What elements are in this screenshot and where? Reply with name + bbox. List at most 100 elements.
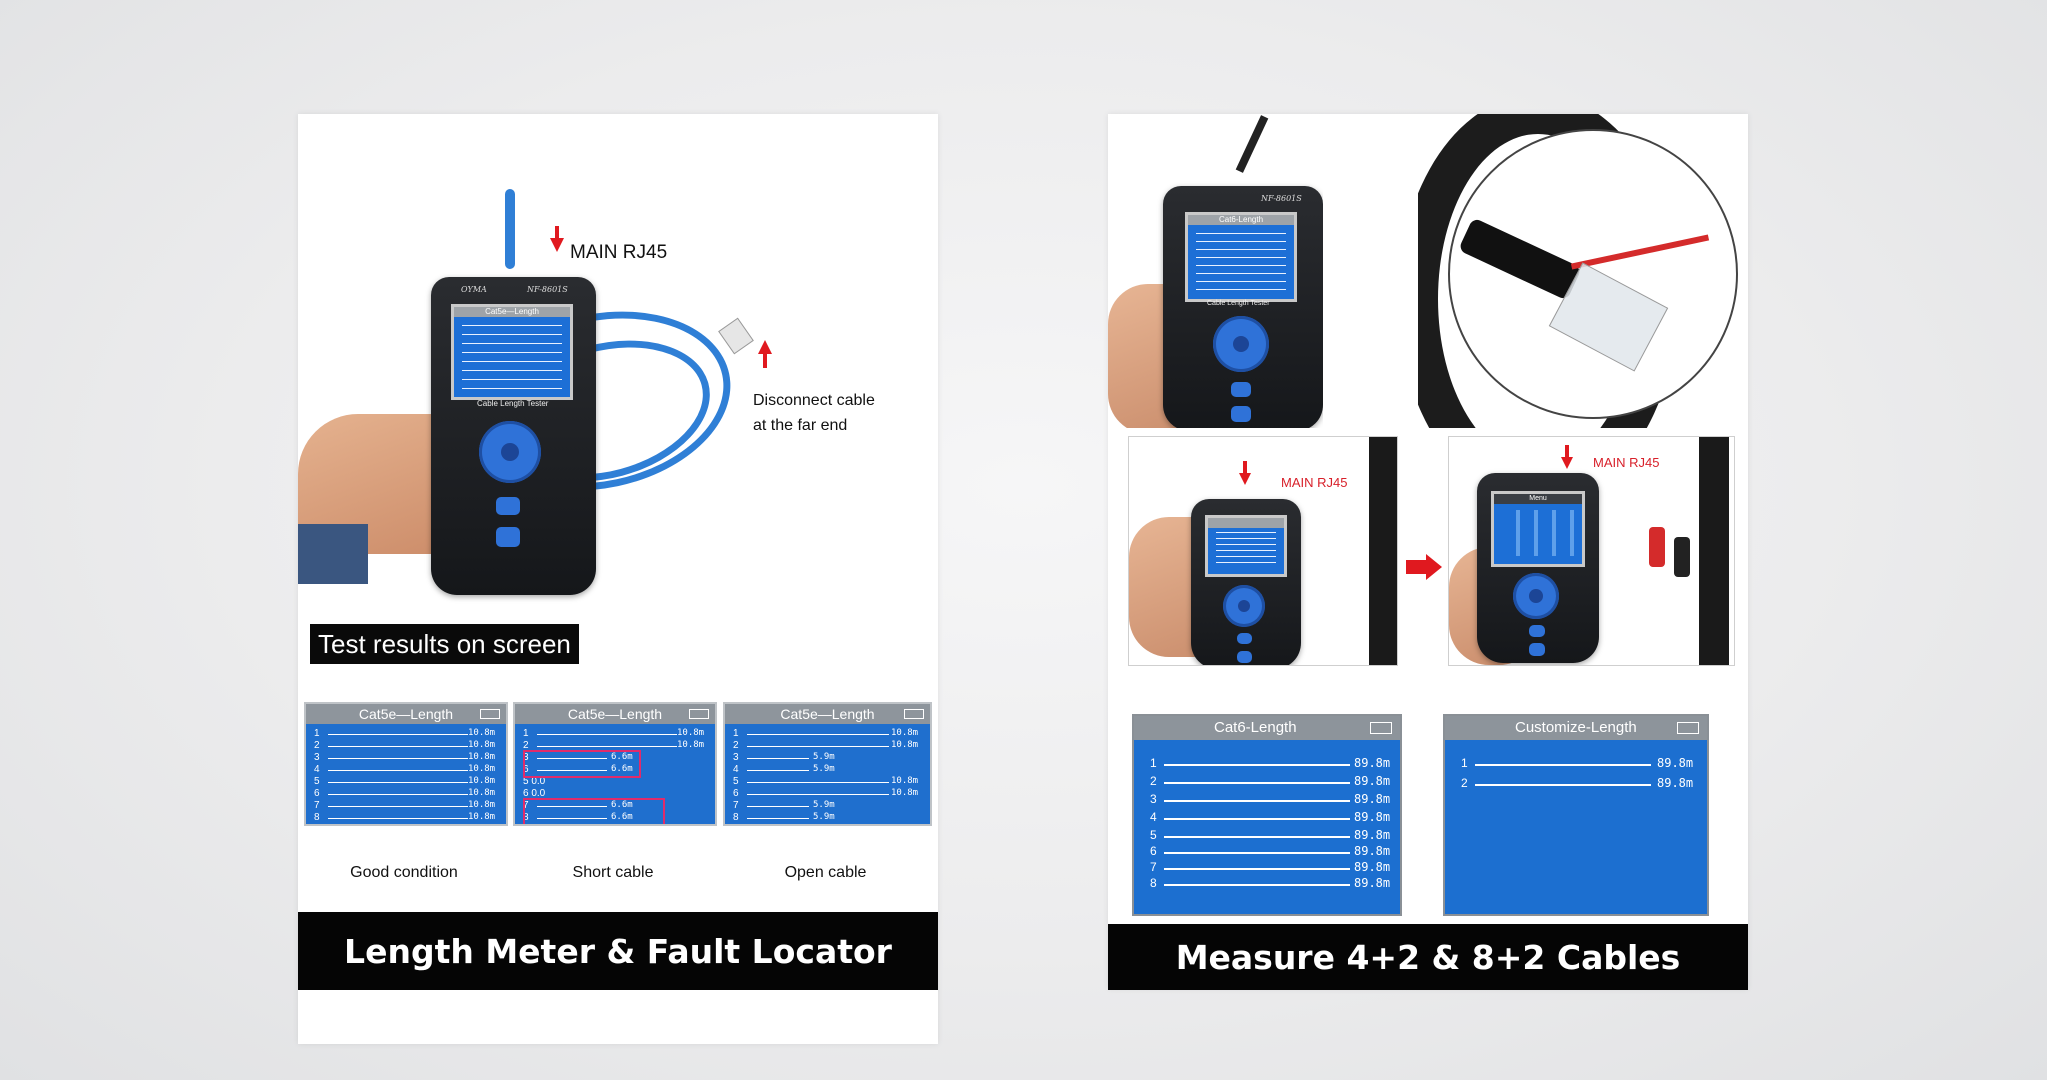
- screen-line: [1196, 233, 1286, 234]
- battery-icon: [1677, 722, 1699, 734]
- menu-icon-grid: [1502, 510, 1574, 556]
- result-screen-title: Cat5e—Length: [725, 704, 930, 724]
- device-screen: Cat6-Length: [1185, 212, 1297, 302]
- photo-device-cat6: NF-8601S Cat6-Length Cable Length Tester: [1108, 114, 1323, 428]
- caption-short: Short cable: [572, 864, 654, 881]
- device-screen-title-bar: [454, 307, 570, 317]
- pair-length-value: 5.9m: [813, 752, 835, 762]
- power-key[interactable]: [1231, 406, 1251, 422]
- pair-length-value: 6.6m: [611, 764, 633, 774]
- right-product-panel: NF-8601S Cat6-Length Cable Length Tester: [1108, 114, 1748, 990]
- caption-open: Open cable: [784, 864, 867, 881]
- screen-line: [1216, 562, 1276, 563]
- wire-pair-row: 1 89.8m: [1445, 756, 1707, 772]
- power-key[interactable]: [496, 527, 520, 547]
- dpad-button[interactable]: [1513, 573, 1559, 619]
- pair-number: 2: [1461, 776, 1468, 790]
- wire-pair-row: 6 0.0: [515, 788, 715, 800]
- pair-number: 7: [523, 800, 529, 811]
- menu-label: Menu: [1494, 494, 1582, 504]
- pair-length-value: 10.8m: [891, 740, 919, 750]
- screen-title: Customize-Length: [1445, 716, 1707, 740]
- pair-length-line: [747, 770, 809, 771]
- back-key[interactable]: [1529, 625, 1545, 637]
- pair-length-value: 89.8m: [1657, 756, 1694, 770]
- screen-line: [1196, 265, 1286, 266]
- pair-length-value: 89.8m: [1354, 792, 1391, 806]
- photo-main-rj45-menu: MAIN RJ45 Menu: [1448, 436, 1735, 666]
- device-label: Cable Length Tester: [477, 399, 549, 408]
- pair-length-line: [1164, 852, 1350, 854]
- pair-length-line: [537, 746, 677, 747]
- back-key[interactable]: [496, 497, 520, 515]
- pair-length-value: 89.8m: [1354, 774, 1391, 788]
- wire-pair-row: 2 89.8m: [1445, 776, 1707, 792]
- zoom-circle: [1448, 129, 1738, 419]
- screen-line: [1196, 289, 1286, 290]
- callout-disconnect-line-1: Disconnect cable: [753, 392, 875, 409]
- pair-length-value: 89.8m: [1354, 828, 1391, 842]
- pair-number: 6: [523, 764, 529, 775]
- black-cable: [1699, 437, 1729, 665]
- pair-length-value: 10.8m: [468, 800, 496, 810]
- callout-main-rj45-b: MAIN RJ45: [1593, 455, 1660, 470]
- pair-number: 8: [523, 812, 529, 823]
- power-key[interactable]: [1529, 643, 1545, 656]
- pair-number: 1: [733, 728, 739, 739]
- pair-length-value: 10.8m: [468, 776, 496, 786]
- pair-number: 5 0.0: [523, 776, 546, 787]
- power-key[interactable]: [1237, 651, 1252, 663]
- pair-length-value: 10.8m: [468, 728, 496, 738]
- screen-line: [1196, 257, 1286, 258]
- dpad-button[interactable]: [479, 421, 541, 483]
- pair-length-line: [328, 806, 468, 807]
- pair-length-line: [328, 782, 468, 783]
- red-arrow-up-icon: [758, 340, 772, 354]
- red-arrow-down-icon: [550, 238, 564, 252]
- pair-length-value: 10.8m: [891, 788, 919, 798]
- screen-line: [462, 352, 562, 353]
- wire-pair-row: 5 0.0: [515, 776, 715, 788]
- fault-highlight-2: [523, 798, 665, 824]
- pair-length-value: 10.8m: [677, 728, 705, 738]
- pair-number: 5: [733, 776, 739, 787]
- pair-length-line: [328, 734, 468, 735]
- red-arrow-stem: [1243, 461, 1247, 475]
- pair-length-value: 89.8m: [1657, 776, 1694, 790]
- black-cable: [1369, 437, 1397, 665]
- dpad-button[interactable]: [1223, 585, 1265, 627]
- pair-length-value: 89.8m: [1354, 756, 1391, 770]
- pair-length-line: [1164, 800, 1350, 802]
- pair-number: 5: [314, 776, 320, 787]
- pair-length-line: [537, 818, 607, 819]
- pair-length-line: [328, 794, 468, 795]
- pair-length-line: [328, 770, 468, 771]
- dpad-button[interactable]: [1213, 316, 1269, 372]
- results-title: Test results on screen: [310, 624, 579, 664]
- pair-number: 1: [1461, 756, 1468, 770]
- pair-length-line: [1164, 884, 1350, 886]
- tester-device: [1191, 499, 1301, 665]
- fault-highlight-1: [523, 750, 641, 778]
- pair-number: 3: [1150, 792, 1157, 806]
- screen-line: [462, 361, 562, 362]
- pair-number: 8: [1150, 876, 1157, 890]
- back-key[interactable]: [1237, 633, 1252, 644]
- red-arrow-stem: [555, 226, 559, 240]
- callout-main-rj45-a: MAIN RJ45: [1281, 475, 1348, 490]
- pair-number: 7: [733, 800, 739, 811]
- back-key[interactable]: [1231, 382, 1251, 397]
- pair-length-value: 10.8m: [891, 728, 919, 738]
- pair-length-value: 89.8m: [1354, 844, 1391, 858]
- pair-number: 2: [523, 740, 529, 751]
- red-wire: [1570, 234, 1710, 270]
